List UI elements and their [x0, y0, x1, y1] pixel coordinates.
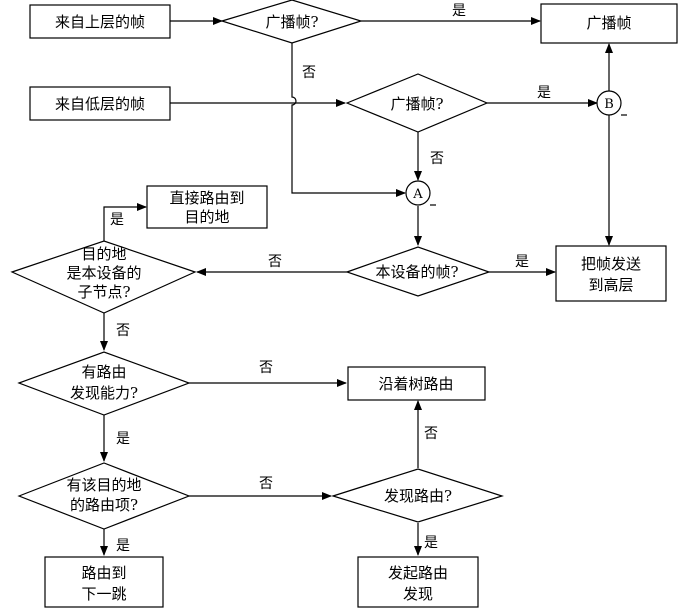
has-entry-line1: 有该目的地: [66, 476, 141, 494]
direct-route-line2: 目的地: [184, 208, 229, 226]
tree-route-label: 沿着树路由: [378, 375, 453, 393]
from-upper-label: 来自上层的帧: [55, 13, 145, 31]
node-dest-child: 目的地 是本设备的 子节点?: [10, 240, 197, 314]
connector-b-label: B: [604, 97, 614, 112]
label-q1-no: 否: [302, 65, 316, 81]
broadcast-q1-label: 广播帧?: [265, 13, 318, 31]
node-init-discovery: 发起路由 发现: [357, 556, 479, 608]
label-disc-yes: 是: [424, 535, 438, 551]
label-entry-no: 否: [259, 476, 273, 492]
label-q2-no: 否: [430, 151, 444, 167]
node-broadcast-q1: 广播帧?: [219, 0, 364, 44]
label-q1-yes: 是: [452, 3, 466, 19]
connector-a: A: [405, 180, 436, 206]
label-direct-yes: 是: [110, 212, 124, 228]
edge-labels: 是 否 是 否 是 否 是 否 否 是 否 是 否 是: [110, 3, 551, 554]
from-lower-label: 来自低层的帧: [55, 95, 145, 113]
connector-a-label: A: [412, 187, 423, 202]
init-disc-line2: 发现: [403, 585, 433, 603]
node-own-frame-q: 本设备的帧?: [345, 246, 491, 297]
node-from-lower: 来自低层的帧: [29, 86, 171, 121]
edge-dest-yes: [103, 203, 147, 241]
label-cap-yes: 是: [116, 431, 130, 447]
node-discover-q: 发现路由?: [330, 468, 504, 523]
dest-child-line3: 子节点?: [77, 283, 130, 301]
direct-route-line1: 直接路由到: [169, 189, 244, 207]
label-own-yes: 是: [515, 254, 529, 270]
broadcast-frame-label: 广播帧: [586, 14, 631, 32]
node-next-hop: 路由到 下一跳: [44, 556, 164, 608]
dest-child-line2: 是本设备的: [66, 264, 141, 282]
next-hop-line1: 路由到: [81, 564, 126, 582]
edge-q1-no: [291, 43, 406, 197]
node-send-upper: 把帧发送 到高层: [555, 245, 667, 302]
node-route-cap: 有路由 发现能力?: [17, 351, 191, 416]
label-disc-no: 否: [424, 426, 438, 442]
node-has-entry: 有该目的地 的路由项?: [17, 462, 191, 530]
label-own-no: 否: [268, 254, 282, 270]
node-broadcast-frame: 广播帧: [540, 3, 678, 44]
discover-q-label: 发现路由?: [384, 487, 452, 505]
route-cap-line2: 发现能力?: [70, 384, 138, 402]
label-q2-yes: 是: [537, 85, 551, 101]
label-dest-no: 否: [116, 323, 130, 339]
label-entry-yes: 是: [116, 538, 130, 554]
dest-child-line1: 目的地: [81, 245, 126, 263]
route-cap-line1: 有路由: [81, 363, 126, 381]
node-direct-route: 直接路由到 目的地: [146, 185, 268, 229]
connector-b: B: [596, 90, 627, 116]
node-from-upper: 来自上层的帧: [29, 4, 171, 39]
node-broadcast-q2: 广播帧?: [345, 73, 489, 133]
label-cap-no: 否: [259, 360, 273, 376]
send-upper-line2: 到高层: [588, 276, 633, 294]
own-frame-label: 本设备的帧?: [375, 263, 458, 281]
next-hop-line2: 下一跳: [81, 585, 126, 603]
send-upper-line1: 把帧发送: [581, 255, 641, 273]
broadcast-q2-label: 广播帧?: [390, 95, 443, 113]
connector-lines: [100, 17, 613, 556]
has-entry-line2: 的路由项?: [70, 496, 138, 514]
node-tree-route: 沿着树路由: [347, 366, 486, 401]
init-disc-line1: 发起路由: [388, 564, 448, 582]
